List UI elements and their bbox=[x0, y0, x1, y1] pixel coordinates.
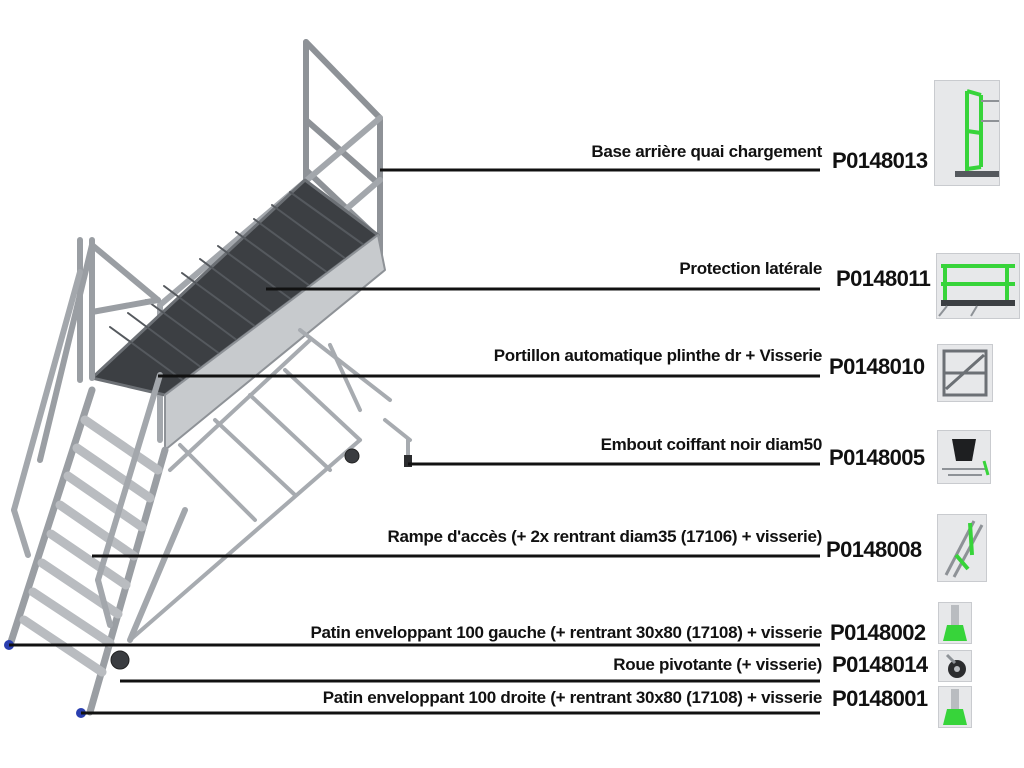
thumbnail-right-foot-pad bbox=[938, 686, 972, 728]
part-code: P0148008 bbox=[826, 537, 922, 562]
part-label: Patin enveloppant 100 gauche (+ rentrant… bbox=[310, 623, 822, 642]
part-code: P0148011 bbox=[836, 266, 931, 291]
cap-end bbox=[404, 455, 412, 467]
thumbnail-end-cap bbox=[937, 430, 991, 484]
part-label: Patin enveloppant 100 droite (+ rentrant… bbox=[322, 688, 823, 707]
thumbnail-side-guard bbox=[936, 253, 1020, 319]
front-gate-frame bbox=[37, 237, 161, 463]
part-label: Portillon automatique plinthe dr + Visse… bbox=[493, 346, 823, 365]
part-code: P0148001 bbox=[832, 686, 928, 711]
stair-handrails bbox=[11, 269, 188, 643]
thumbnail-access-ramp bbox=[937, 514, 987, 582]
rear-wheel bbox=[344, 448, 360, 464]
part-code: P0148010 bbox=[829, 354, 925, 379]
part-label: Base arrière quai chargement bbox=[591, 142, 822, 161]
leader-lines bbox=[9, 168, 820, 715]
thumbnail-rear-base bbox=[934, 80, 1000, 186]
part-label: Protection latérale bbox=[679, 259, 822, 278]
front-wheel bbox=[110, 650, 130, 670]
part-label: Rampe d'accès (+ 2x rentrant diam35 (171… bbox=[387, 527, 822, 546]
part-code: P0148005 bbox=[829, 445, 925, 470]
part-code: P0148014 bbox=[832, 652, 928, 677]
part-code: P0148002 bbox=[830, 620, 926, 645]
thumbnail-left-foot-pad bbox=[938, 602, 972, 644]
part-label: Embout coiffant noir diam50 bbox=[600, 435, 823, 454]
part-label: Roue pivotante (+ visserie) bbox=[613, 655, 822, 674]
thumbnail-auto-gate bbox=[937, 344, 993, 402]
thumbnail-swivel-wheel bbox=[938, 650, 972, 682]
deck-tread-lines bbox=[109, 191, 365, 382]
stair-platform-illustration bbox=[4, 39, 412, 718]
part-code: P0148013 bbox=[832, 148, 928, 173]
